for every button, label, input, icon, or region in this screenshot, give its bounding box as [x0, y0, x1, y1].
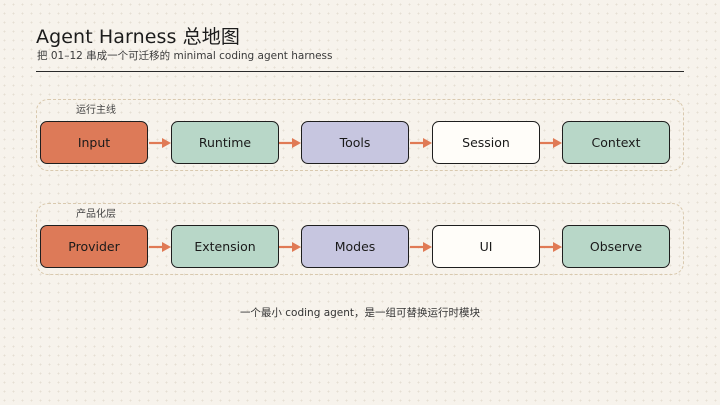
- node-tools: Tools: [301, 121, 409, 164]
- arrow-icon: [149, 138, 171, 148]
- diagram-caption: 一个最小 coding agent，是一组可替换运行时模块: [239, 307, 481, 319]
- arrow-icon: [540, 242, 562, 252]
- arrow-icon: [149, 242, 171, 252]
- node-runtime: Runtime: [171, 121, 279, 164]
- group-label-productization-layer: 产品化层: [76, 209, 116, 220]
- arrow-icon: [410, 138, 432, 148]
- node-session: Session: [432, 121, 540, 164]
- arrow-icon: [540, 138, 562, 148]
- group-runtime-mainline: [36, 99, 684, 171]
- node-modes: Modes: [301, 225, 409, 268]
- arrow-icon: [279, 242, 301, 252]
- node-ui: UI: [432, 225, 540, 268]
- group-label-runtime-mainline: 运行主线: [76, 105, 116, 116]
- node-observe: Observe: [562, 225, 670, 268]
- arrow-icon: [410, 242, 432, 252]
- node-input: Input: [40, 121, 148, 164]
- header-divider: [36, 71, 684, 72]
- node-context: Context: [562, 121, 670, 164]
- node-extension: Extension: [171, 225, 279, 268]
- diagram-subtitle: 把 01–12 串成一个可迁移的 minimal coding agent ha…: [37, 50, 333, 62]
- group-productization-layer: [36, 203, 684, 275]
- arrow-icon: [279, 138, 301, 148]
- diagram-title: Agent Harness 总地图: [36, 26, 240, 48]
- node-provider: Provider: [40, 225, 148, 268]
